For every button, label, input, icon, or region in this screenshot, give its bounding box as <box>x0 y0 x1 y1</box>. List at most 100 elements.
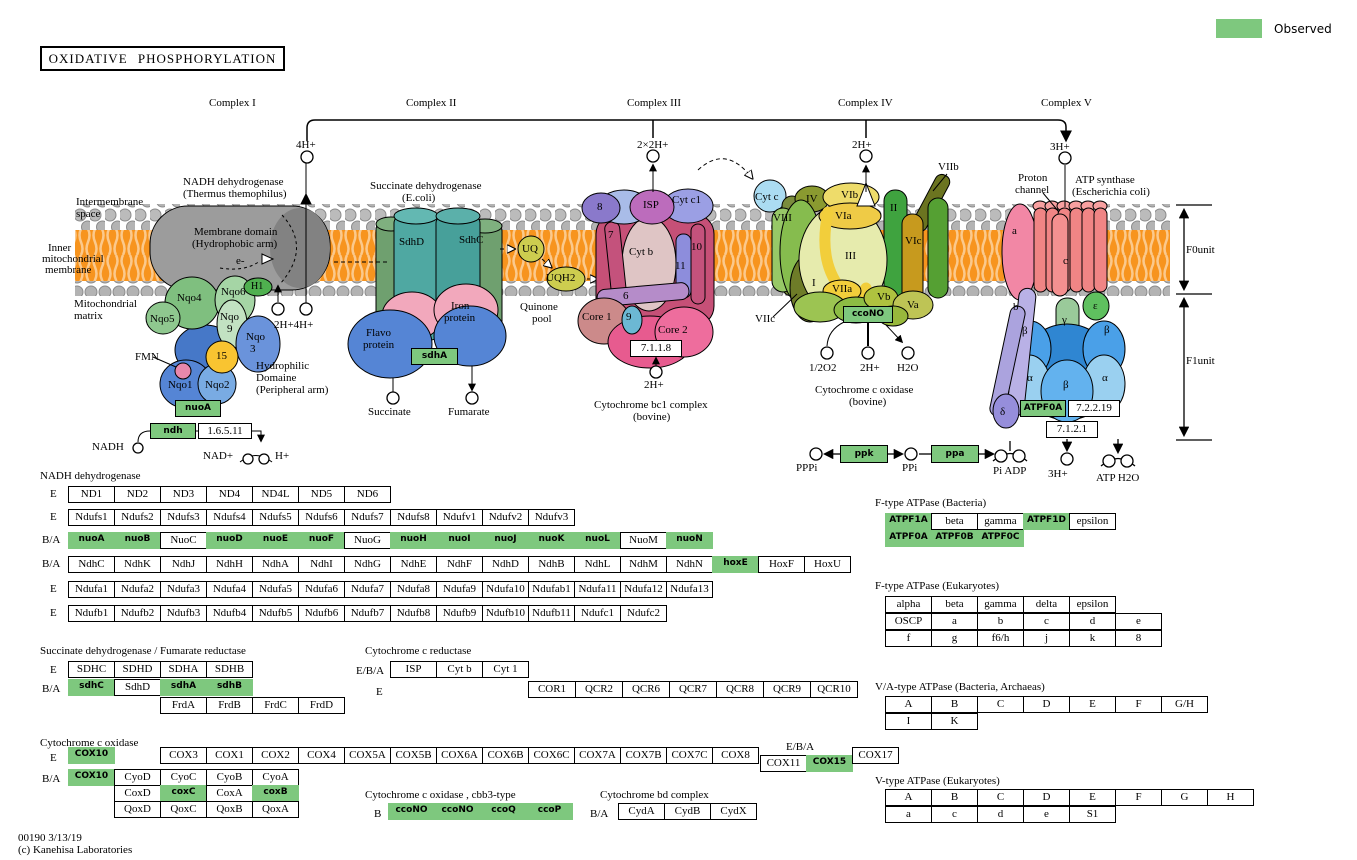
subunit-box[interactable]: Ndufa11 <box>574 581 621 598</box>
gene-box[interactable]: ATPF0B <box>931 530 978 547</box>
subunit-box[interactable]: SdhD <box>114 679 161 696</box>
gene-box[interactable]: ATPF0A <box>885 530 932 547</box>
subunit-box[interactable]: NuoM <box>620 532 667 549</box>
subunit-box[interactable]: HoxF <box>758 556 805 573</box>
subunit-box[interactable]: Ndufa1 <box>68 581 115 598</box>
subunit-box[interactable]: CoxD <box>114 785 161 802</box>
subunit-box[interactable]: beta <box>931 513 978 530</box>
subunit-box[interactable]: HoxU <box>804 556 851 573</box>
subunit-box[interactable]: COX8 <box>712 747 759 764</box>
subunit-box[interactable]: COX2 <box>252 747 299 764</box>
subunit-box[interactable]: NuoG <box>344 532 391 549</box>
gene-box[interactable]: COX10 <box>68 769 115 786</box>
subunit-box[interactable]: Ndufv3 <box>528 509 575 526</box>
gene-box[interactable]: nuoF <box>298 532 345 549</box>
gene-box[interactable]: ccoNO <box>388 803 435 820</box>
subunit-box[interactable]: E <box>1069 789 1116 806</box>
subunit-box[interactable]: C <box>977 789 1024 806</box>
subunit-box[interactable]: COX5A <box>344 747 391 764</box>
subunit-box[interactable]: NdhI <box>298 556 345 573</box>
subunit-box[interactable]: Ndufb8 <box>390 605 437 622</box>
ec-number-box[interactable]: 7.2.2.19 <box>1068 400 1120 417</box>
gene-box[interactable]: sdhC <box>68 679 115 696</box>
subunit-box[interactable]: Ndufs6 <box>298 509 345 526</box>
gene-box[interactable]: sdhB <box>206 679 253 696</box>
subunit-box[interactable]: COX6A <box>436 747 483 764</box>
subunit-box[interactable]: D <box>1023 789 1070 806</box>
subunit-box[interactable]: COX11 <box>760 755 807 772</box>
subunit-box[interactable]: QCR10 <box>810 681 858 698</box>
subunit-box[interactable]: f6/h <box>977 630 1024 647</box>
gene-box[interactable]: COX10 <box>68 747 115 764</box>
subunit-box[interactable]: FrdA <box>160 697 207 714</box>
subunit-box[interactable]: QCR2 <box>575 681 623 698</box>
subunit-box[interactable]: CydX <box>710 803 757 820</box>
subunit-box[interactable]: COX7B <box>620 747 667 764</box>
subunit-box[interactable]: k <box>1069 630 1116 647</box>
subunit-box[interactable]: Ndufs3 <box>160 509 207 526</box>
subunit-box[interactable]: QCR6 <box>622 681 670 698</box>
subunit-box[interactable]: NdhJ <box>160 556 207 573</box>
subunit-box[interactable]: D <box>1023 696 1070 713</box>
subunit-box[interactable]: NdhF <box>436 556 483 573</box>
gene-box[interactable]: sdhA <box>411 348 458 365</box>
subunit-box[interactable]: FrdD <box>298 697 345 714</box>
subunit-box[interactable]: SDHA <box>160 661 207 678</box>
subunit-box[interactable]: c <box>1023 613 1070 630</box>
gene-box[interactable]: sdhA <box>160 679 207 696</box>
subunit-box[interactable]: ND3 <box>160 486 207 503</box>
subunit-box[interactable]: COX4 <box>298 747 345 764</box>
subunit-box[interactable]: CoxA <box>206 785 253 802</box>
gene-box[interactable]: ccoNO <box>843 306 893 323</box>
gene-box[interactable]: ATPF1A <box>885 513 932 530</box>
subunit-box[interactable]: b <box>977 613 1024 630</box>
subunit-box[interactable]: alpha <box>885 596 932 613</box>
subunit-box[interactable]: Ndufab1 <box>528 581 575 598</box>
subunit-box[interactable]: Ndufa3 <box>160 581 207 598</box>
subunit-box[interactable]: B <box>931 696 978 713</box>
gene-box[interactable]: nuoE <box>252 532 299 549</box>
gene-box[interactable]: nuoN <box>666 532 713 549</box>
subunit-box[interactable]: Ndufc2 <box>620 605 667 622</box>
gene-box[interactable]: ndh <box>150 423 196 439</box>
subunit-box[interactable]: epsilon <box>1069 513 1116 530</box>
gene-box[interactable]: coxC <box>160 785 207 802</box>
subunit-box[interactable]: Ndufb9 <box>436 605 483 622</box>
subunit-box[interactable]: ND1 <box>68 486 115 503</box>
subunit-box[interactable]: QoxD <box>114 801 161 818</box>
subunit-box[interactable]: QCR8 <box>716 681 764 698</box>
subunit-box[interactable]: Ndufb6 <box>298 605 345 622</box>
subunit-box[interactable]: ND6 <box>344 486 391 503</box>
subunit-box[interactable]: Ndufb5 <box>252 605 299 622</box>
subunit-box[interactable]: QCR7 <box>669 681 717 698</box>
subunit-box[interactable]: Ndufs1 <box>68 509 115 526</box>
subunit-box[interactable]: Ndufb3 <box>160 605 207 622</box>
gene-box[interactable]: nuoD <box>206 532 253 549</box>
subunit-box[interactable]: NdhC <box>68 556 115 573</box>
subunit-box[interactable]: ND5 <box>298 486 345 503</box>
subunit-box[interactable]: beta <box>931 596 978 613</box>
subunit-box[interactable]: 8 <box>1115 630 1162 647</box>
subunit-box[interactable]: COX7A <box>574 747 621 764</box>
subunit-box[interactable]: SDHC <box>68 661 115 678</box>
ec-number-box[interactable]: 7.1.2.1 <box>1046 421 1098 438</box>
subunit-box[interactable]: NdhN <box>666 556 713 573</box>
subunit-box[interactable]: CydA <box>618 803 665 820</box>
subunit-box[interactable]: NdhG <box>344 556 391 573</box>
ec-number-box[interactable]: 1.6.5.11 <box>198 423 252 439</box>
subunit-box[interactable]: ND2 <box>114 486 161 503</box>
subunit-box[interactable]: Ndufv1 <box>436 509 483 526</box>
subunit-box[interactable]: gamma <box>977 513 1024 530</box>
gene-box[interactable]: ccoNO <box>434 803 481 820</box>
subunit-box[interactable]: OSCP <box>885 613 932 630</box>
subunit-box[interactable]: NdhA <box>252 556 299 573</box>
subunit-box[interactable]: Ndufb11 <box>528 605 575 622</box>
subunit-box[interactable]: NdhM <box>620 556 667 573</box>
subunit-box[interactable]: CyoD <box>114 769 161 786</box>
subunit-box[interactable]: Ndufc1 <box>574 605 621 622</box>
subunit-box[interactable]: Ndufa10 <box>482 581 529 598</box>
subunit-box[interactable]: Ndufs5 <box>252 509 299 526</box>
subunit-box[interactable]: Ndufv2 <box>482 509 529 526</box>
subunit-box[interactable]: COX6B <box>482 747 529 764</box>
subunit-box[interactable]: FrdB <box>206 697 253 714</box>
